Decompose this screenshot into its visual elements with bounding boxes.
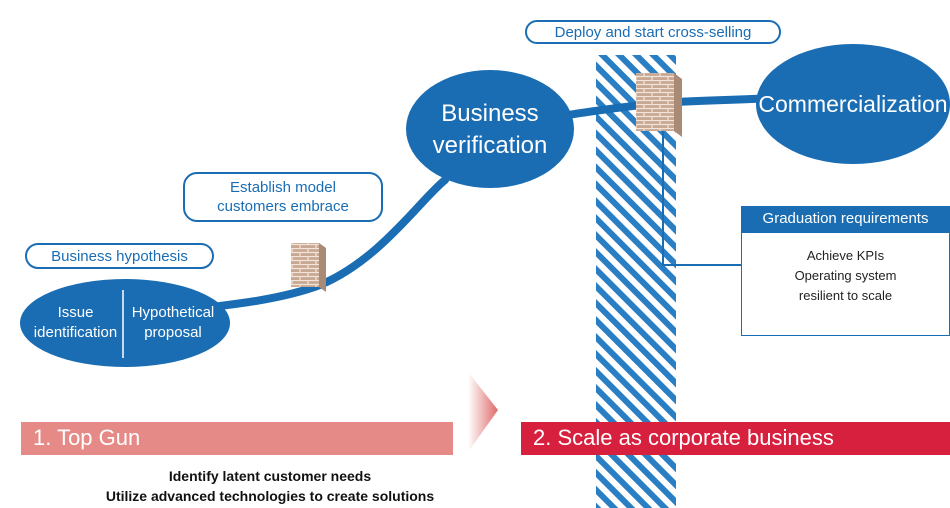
graduation-items: Achieve KPIs Operating system resilient … — [741, 232, 950, 336]
business-verification-label: Business verification — [406, 98, 574, 162]
scale-band — [521, 422, 950, 455]
graduation-title: Graduation requirements — [741, 206, 950, 232]
hypothesis-oval — [20, 279, 230, 367]
establish-model-line-2: customers embrace — [217, 198, 349, 215]
business-hypothesis-label: Business hypothesis — [51, 247, 188, 265]
top-gun-description: Identify latent customer needs Utilize a… — [70, 466, 470, 506]
verification-line-1: Business — [441, 100, 539, 127]
commercialization-oval — [756, 44, 950, 164]
top-gun-text: 1. Top Gun — [33, 425, 141, 450]
issue-line-2: identification — [33, 324, 118, 341]
business-hypothesis-pill: Business hypothesis — [25, 243, 214, 269]
brick-wall-2 — [636, 73, 682, 137]
commercialization-label: Commercialization — [756, 88, 950, 120]
commercialization-text: Commercialization — [758, 90, 948, 117]
scale-text: 2. Scale as corporate business — [533, 425, 834, 450]
proposal-line-1: Hypothetical — [131, 304, 215, 321]
graduation-item: resilient to scale — [798, 288, 893, 303]
hypothetical-proposal-label: Hypothetical proposal — [123, 298, 223, 348]
establish-model-line-1: Establish model — [230, 179, 336, 196]
deploy-pill: Deploy and start cross-selling — [525, 20, 781, 44]
deploy-label: Deploy and start cross-selling — [554, 23, 752, 41]
top-gun-label: 1. Top Gun — [21, 422, 453, 455]
proposal-line-2: proposal — [144, 324, 202, 341]
establish-model-pill: Establish model customers embrace — [183, 172, 383, 222]
issue-identification-label: Issue identification — [28, 298, 123, 348]
verification-oval — [406, 70, 574, 188]
brick-wall-1 — [291, 243, 326, 292]
graduation-title-text: Graduation requirements — [762, 210, 929, 227]
scale-label: 2. Scale as corporate business — [521, 422, 950, 455]
top-gun-band — [21, 422, 453, 455]
issue-line-1: Issue — [57, 304, 94, 321]
top-gun-desc-line-2: Utilize advanced technologies to create … — [105, 488, 435, 504]
transition-arrow — [468, 372, 498, 452]
top-gun-desc-line-1: Identify latent customer needs — [168, 468, 372, 484]
graduation-item: Operating system — [794, 268, 897, 283]
graduation-connector — [662, 122, 741, 266]
verification-line-2: verification — [432, 132, 548, 159]
graduation-item: Achieve KPIs — [806, 248, 885, 263]
progress-curve — [166, 93, 794, 316]
